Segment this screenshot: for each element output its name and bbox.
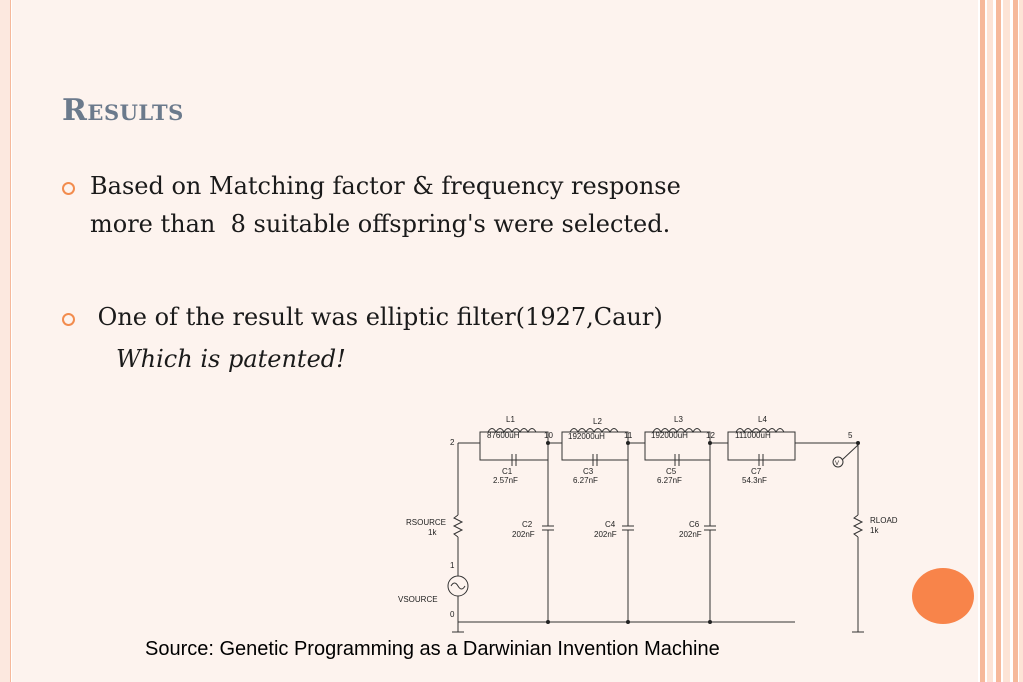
slide-title: Results xyxy=(62,93,184,128)
inductor-value-l4: 111000uH xyxy=(735,431,771,440)
node-label-1: 1 xyxy=(450,561,455,570)
node-label-12: 12 xyxy=(706,431,715,440)
voltage-probe-label: V xyxy=(835,461,839,467)
cap-value-c5: 6.27nF xyxy=(657,476,682,485)
cap-value-c1: 2.57nF xyxy=(493,476,518,485)
node-label-0: 0 xyxy=(450,610,455,619)
next-slide-button[interactable] xyxy=(912,568,974,624)
bullet-item-2: One of the result was elliptic filter(19… xyxy=(62,298,822,378)
cap-label-c2: C2 xyxy=(522,520,533,529)
bullet-icon xyxy=(62,313,75,326)
inductor-label-l1: L1 xyxy=(506,415,515,424)
rsource-label: RSOURCE xyxy=(406,518,446,527)
vsource-label: VSOURCE xyxy=(398,595,438,604)
cap-label-c1: C1 xyxy=(502,467,513,476)
cap-label-c7: C7 xyxy=(751,467,762,476)
cap-value-c3: 6.27nF xyxy=(573,476,598,485)
rload-label: RLOAD xyxy=(870,516,898,525)
filter-circuit-diagram: L1 87600uH L2 192000uH L3 192000uH L4 11… xyxy=(398,415,898,633)
slide-background xyxy=(12,0,978,682)
node-label-11: 11 xyxy=(624,431,633,440)
inductor-value-l2: 192000uH xyxy=(568,432,605,441)
bullet-2-line-2: Which is patented! xyxy=(116,345,346,373)
inductor-value-l1: 87600uH xyxy=(487,431,520,440)
inductor-label-l2: L2 xyxy=(593,417,602,426)
source-caption: Source: Genetic Programming as a Darwini… xyxy=(145,638,720,660)
bullet-1-line-2: more than 8 suitable offspring's were se… xyxy=(90,210,671,238)
cap-label-c3: C3 xyxy=(583,467,594,476)
cap-label-c5: C5 xyxy=(666,467,677,476)
bullet-item-1: Based on Matching factor & frequency res… xyxy=(62,167,822,243)
node-label-5: 5 xyxy=(848,431,853,440)
right-stripes xyxy=(978,0,1023,682)
inductor-label-l3: L3 xyxy=(674,415,683,424)
rsource-value: 1k xyxy=(428,528,437,537)
cap-value-c2: 202nF xyxy=(512,530,535,539)
inductor-label-l4: L4 xyxy=(758,415,767,424)
cap-value-c6: 202nF xyxy=(679,530,702,539)
left-border xyxy=(0,0,11,682)
rload-value: 1k xyxy=(870,526,879,535)
bullet-2-line-1: One of the result was elliptic filter(19… xyxy=(90,303,663,331)
cap-label-c4: C4 xyxy=(605,520,616,529)
bullet-icon xyxy=(62,182,75,195)
inductor-value-l3: 192000uH xyxy=(651,431,688,440)
cap-value-c7: 54.3nF xyxy=(742,476,767,485)
node-label-2: 2 xyxy=(450,438,455,447)
node-label-10: 10 xyxy=(544,431,553,440)
cap-value-c4: 202nF xyxy=(594,530,617,539)
bullet-1-line-1: Based on Matching factor & frequency res… xyxy=(90,172,681,200)
cap-label-c6: C6 xyxy=(689,520,700,529)
